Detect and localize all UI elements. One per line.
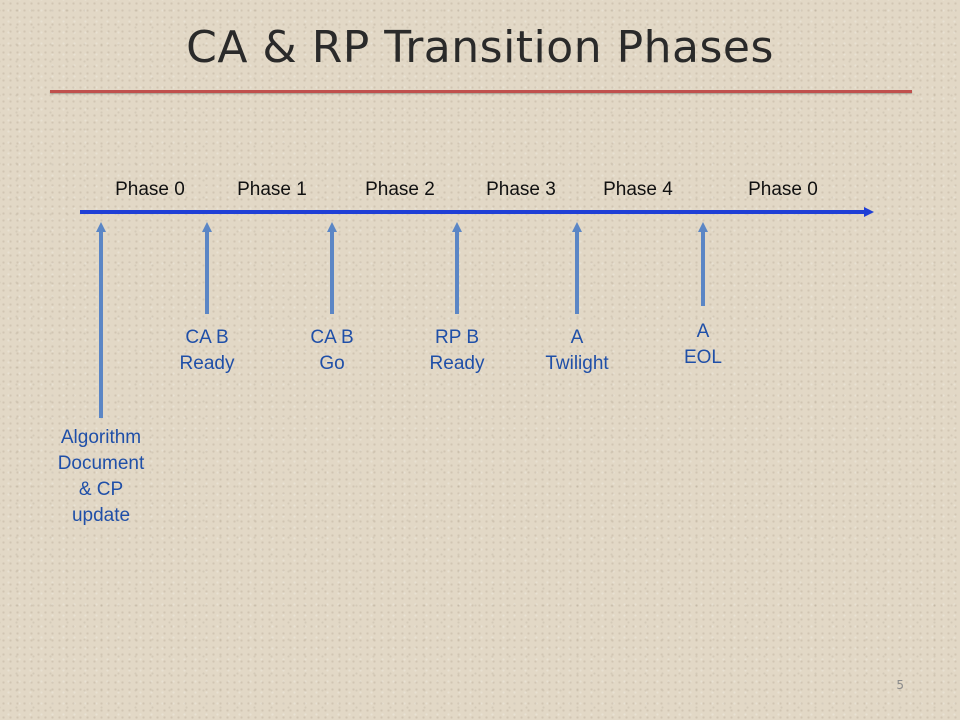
event-label-1: CA B Ready xyxy=(180,327,235,374)
event-label-line: EOL xyxy=(684,347,722,368)
event-label-line: CA B xyxy=(185,327,228,348)
phase-label-3: Phase 3 xyxy=(486,179,556,200)
phase-label-2: Phase 2 xyxy=(365,179,435,200)
event-label-line: & CP xyxy=(79,479,123,500)
event-label-line: CA B xyxy=(310,327,353,348)
phase-labels: Phase 0 Phase 1 Phase 2 Phase 3 Phase 4 Phase… xyxy=(115,179,818,200)
event-label-line: Twilight xyxy=(545,353,609,374)
event-label-4: A Twilight xyxy=(545,327,609,374)
slide-title: CA & RP Transition Phases xyxy=(186,22,774,73)
phase-label-4: Phase 4 xyxy=(603,179,673,200)
event-label-line: RP B xyxy=(435,327,479,348)
event-label-line: Go xyxy=(319,353,344,374)
event-label-line: Ready xyxy=(180,353,235,374)
event-label-5: A EOL xyxy=(684,321,722,368)
event-label-line: A xyxy=(697,321,710,342)
event-label-line: Ready xyxy=(430,353,485,374)
phase-label-1: Phase 1 xyxy=(237,179,307,200)
event-label-3: RP B Ready xyxy=(430,327,485,374)
event-label-2: CA B Go xyxy=(310,327,353,374)
phase-label-0: Phase 0 xyxy=(115,179,185,200)
phase-label-5: Phase 0 xyxy=(748,179,818,200)
title-underline xyxy=(50,90,912,93)
event-label-line: update xyxy=(72,505,130,526)
event-label-line: Document xyxy=(58,453,145,474)
event-label-line: A xyxy=(571,327,584,348)
event-label-line: Algorithm xyxy=(61,427,141,448)
page-number: 5 xyxy=(896,678,904,692)
